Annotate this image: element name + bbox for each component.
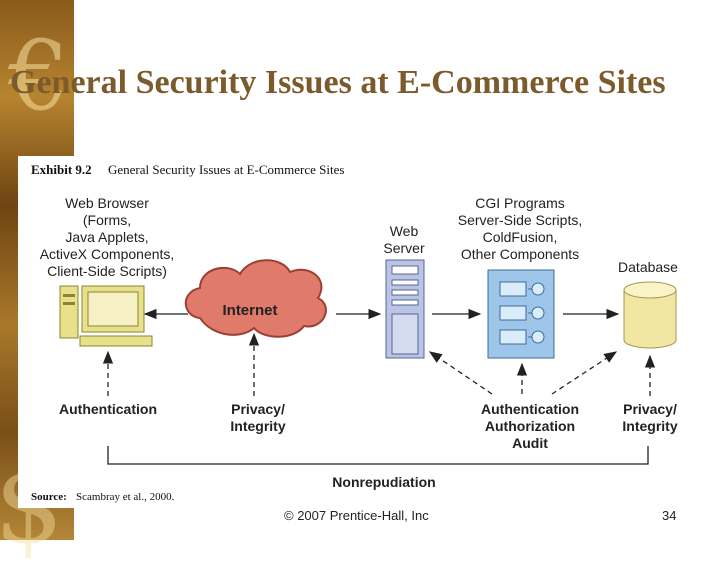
security-diagram: Exhibit 9.2 General Security Issues at E… [31, 162, 678, 503]
computer-icon [59, 285, 153, 347]
svg-text:Privacy/: Privacy/ [231, 401, 285, 417]
svg-text:Integrity: Integrity [622, 418, 677, 434]
database-label: Database [618, 259, 678, 275]
svg-text:Web: Web [390, 223, 419, 239]
nonrepudiation-bracket [107, 446, 649, 465]
source-text: Scambray et al., 2000. [76, 491, 175, 503]
slide-title: General Security Issues at E-Commerce Si… [10, 64, 666, 101]
nonrepudiation-label: Nonrepudiation [332, 474, 435, 490]
svg-text:Authorization: Authorization [485, 418, 575, 434]
source-label: Source: [31, 491, 67, 503]
exhibit-figure: Exhibit 9.2 General Security Issues at E… [18, 156, 684, 508]
svg-text:Authentication: Authentication [481, 401, 579, 417]
auth-authz-audit-label: Authentication Authorization Audit [481, 401, 579, 451]
svg-text:Java Applets,: Java Applets, [65, 229, 148, 245]
svg-text:Server-Side Scripts,: Server-Side Scripts, [458, 212, 582, 228]
internet-label: Internet [222, 302, 277, 319]
exhibit-caption: General Security Issues at E-Commerce Si… [108, 162, 344, 177]
internet-cloud: Internet [184, 259, 327, 338]
svg-text:(Forms,: (Forms, [83, 212, 131, 228]
svg-text:Client-Side Scripts): Client-Side Scripts) [47, 263, 167, 279]
svg-text:ColdFusion,: ColdFusion, [483, 229, 558, 245]
security-arrows [102, 332, 656, 396]
svg-text:ActiveX Components,: ActiveX Components, [40, 246, 175, 262]
browser-label: Web Browser (Forms, Java Applets, Active… [40, 195, 175, 279]
database-icon [623, 281, 677, 349]
authentication-label: Authentication [59, 401, 157, 417]
copyright-footer: © 2007 Prentice-Hall, Inc [284, 508, 429, 523]
privacy-integrity-label: Privacy/ Integrity [230, 401, 285, 434]
exhibit-label: Exhibit 9.2 [31, 162, 92, 177]
svg-text:Audit: Audit [512, 435, 548, 451]
svg-text:Other Components: Other Components [461, 246, 579, 262]
privacy-integrity-db-label: Privacy/ Integrity [622, 401, 677, 434]
cgi-label: CGI Programs Server-Side Scripts, ColdFu… [458, 195, 582, 262]
decorative-glyph: € [8, 20, 70, 132]
svg-text:Web Browser: Web Browser [65, 195, 149, 211]
svg-text:Server: Server [383, 240, 425, 256]
web-server-label: Web Server [383, 223, 425, 256]
svg-text:Privacy/: Privacy/ [623, 401, 677, 417]
page-number: 34 [662, 508, 677, 523]
svg-text:CGI Programs: CGI Programs [475, 195, 564, 211]
svg-text:Integrity: Integrity [230, 418, 285, 434]
cgi-components-icon [487, 269, 555, 359]
server-icon [385, 259, 425, 359]
